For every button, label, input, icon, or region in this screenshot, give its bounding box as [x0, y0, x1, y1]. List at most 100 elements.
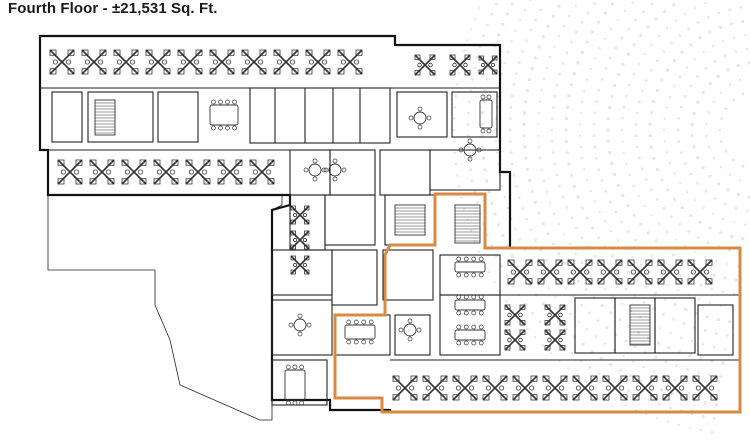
background-dot: [724, 150, 728, 153]
background-dot: [493, 281, 496, 284]
background-dot: [469, 89, 473, 92]
background-dot: [685, 191, 689, 194]
chair: [463, 62, 468, 68]
background-dot: [510, 94, 514, 98]
workstation-pod: [241, 49, 267, 75]
background-dot: [704, 2, 707, 5]
background-dot: [554, 295, 557, 299]
background-dot: [696, 75, 699, 79]
desk: [615, 278, 623, 285]
desk: [290, 255, 296, 261]
background-dot: [655, 89, 659, 93]
chair: [463, 272, 469, 278]
background-dot: [724, 348, 727, 351]
background-dot: [561, 195, 565, 199]
background-dot: [550, 139, 554, 143]
desk-divider: [185, 159, 211, 185]
interior-partitions: [40, 87, 740, 406]
background-dot: [649, 69, 653, 72]
background-dot: [702, 206, 705, 209]
desk: [687, 259, 695, 266]
workstation-pod: [449, 54, 471, 76]
desk: [657, 259, 665, 266]
background-dot: [696, 236, 700, 239]
background-dot: [714, 259, 718, 262]
background-dot: [647, 398, 651, 402]
desk: [560, 375, 568, 382]
background-dot: [658, 402, 662, 406]
background-dot: [524, 156, 528, 160]
background-dot: [610, 94, 614, 98]
background-dot: [674, 19, 677, 22]
background-dot: [620, 220, 624, 224]
desk-divider: [544, 304, 566, 326]
background-dot: [704, 190, 708, 193]
desk: [107, 159, 115, 166]
desk-divider: [249, 159, 275, 185]
background-dot: [678, 223, 682, 226]
background-dot: [511, 284, 515, 287]
background-dot: [564, 117, 568, 121]
background-dot: [660, 178, 664, 182]
desk: [67, 49, 75, 56]
workstation-pod: [81, 49, 107, 75]
round-table: [458, 138, 482, 162]
background-dot: [640, 89, 644, 93]
chair: [211, 99, 216, 105]
background-dot: [696, 181, 699, 185]
chair: [478, 256, 484, 262]
background-dot: [662, 128, 666, 132]
desk-divider: [49, 49, 75, 75]
background-dot: [701, 415, 705, 418]
background-dot: [679, 105, 683, 109]
background-dot: [690, 134, 694, 138]
desk: [645, 278, 653, 285]
background-dot: [453, 106, 456, 109]
chair: [266, 169, 272, 175]
background-dot: [597, 372, 601, 376]
background-dot: [471, 78, 474, 81]
background-dot: [516, 264, 520, 268]
table-top: [413, 111, 427, 125]
chair: [74, 169, 80, 175]
chair: [194, 59, 200, 65]
desk-divider: [504, 329, 526, 351]
background-dot: [620, 302, 624, 305]
background-dot: [662, 50, 666, 53]
background-dot: [741, 237, 745, 241]
background-dot: [626, 270, 630, 275]
background-dot: [478, 7, 481, 10]
background-dot: [728, 8, 731, 12]
desk: [567, 259, 575, 266]
background-dot: [585, 380, 588, 384]
chair: [285, 400, 291, 406]
background-dot: [609, 230, 613, 233]
background-dot: [634, 122, 638, 126]
chair: [124, 169, 130, 175]
desk: [544, 320, 551, 326]
background-dot: [708, 226, 712, 230]
background-dot: [707, 146, 710, 149]
background-dot: [657, 222, 661, 226]
desk: [507, 259, 515, 266]
building-walls: [38, 34, 742, 414]
background-dot: [693, 7, 697, 10]
desk: [615, 259, 623, 266]
background-dot: [526, 327, 529, 330]
background-dot: [628, 83, 631, 87]
desk: [290, 244, 296, 250]
chair: [288, 322, 294, 328]
background-dot: [597, 168, 601, 172]
background-dot: [508, 128, 512, 132]
chair: [471, 294, 477, 300]
background-dot: [719, 231, 723, 235]
background-dot: [518, 238, 522, 241]
background-dot: [525, 217, 528, 221]
background-dot: [456, 174, 459, 177]
background-dot: [650, 2, 654, 6]
background-dot: [537, 111, 540, 115]
desk: [687, 278, 695, 285]
desk-divider: [507, 259, 533, 285]
background-dot: [550, 128, 554, 132]
background-dot: [704, 255, 707, 258]
